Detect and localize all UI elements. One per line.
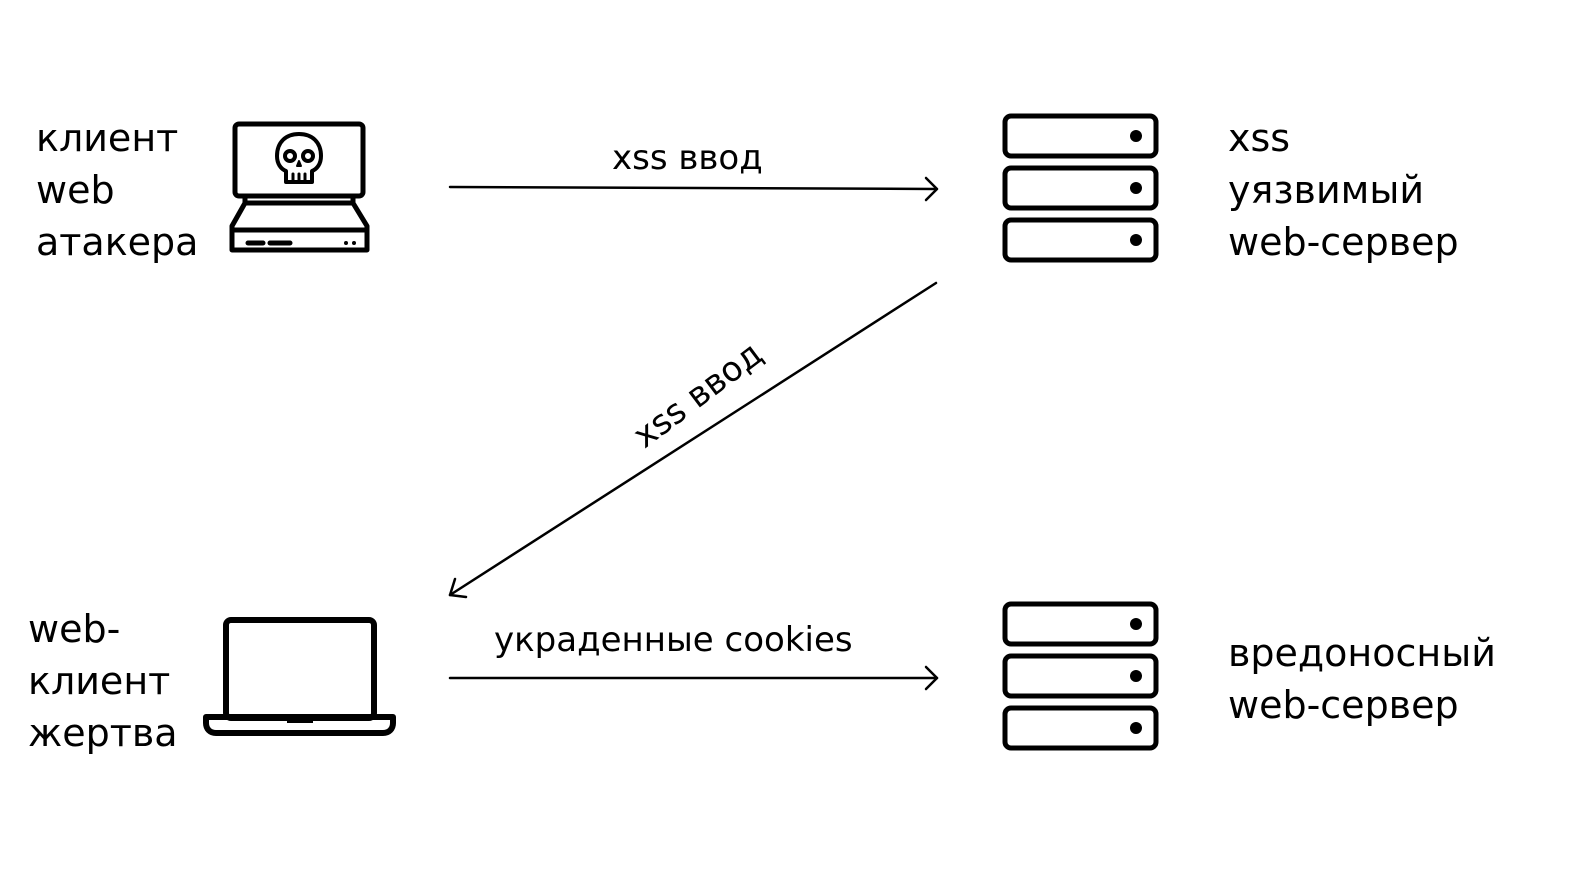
server-icon <box>1002 601 1159 751</box>
node-label-line: клиент <box>28 659 171 703</box>
edge-arrow-victim-to-malicious <box>448 665 939 691</box>
edge-arrow-server-to-victim <box>448 281 938 599</box>
node-label-line: web-сервер <box>1228 220 1459 264</box>
edge-label-stolen-cookies: украденные cookies <box>494 620 853 660</box>
laptop-icon <box>203 617 396 736</box>
node-label-line: вредоносный <box>1228 631 1496 675</box>
node-label-line: web-сервер <box>1228 683 1459 727</box>
skull-laptop-icon <box>229 121 370 253</box>
node-label-line: клиент <box>36 116 179 160</box>
edge-arrow-attacker-to-server <box>448 176 939 202</box>
node-label-victim-client: web- клиент жертва <box>28 603 178 759</box>
node-label-attacker-client: клиент web атакера <box>36 112 198 268</box>
node-label-line: жертва <box>28 711 178 755</box>
node-label-vulnerable-server: xss уязвимый web-сервер <box>1228 112 1459 268</box>
node-label-line: атакера <box>36 220 199 264</box>
edge-label-xss-input: xss ввод <box>612 138 763 178</box>
server-icon <box>1002 113 1159 263</box>
node-label-line: web- <box>28 607 121 651</box>
node-label-line: уязвимый <box>1228 168 1425 212</box>
node-label-line: web <box>36 168 115 212</box>
node-label-malicious-server: вредоносный web-сервер <box>1228 627 1496 731</box>
node-label-line: xss <box>1228 116 1291 160</box>
